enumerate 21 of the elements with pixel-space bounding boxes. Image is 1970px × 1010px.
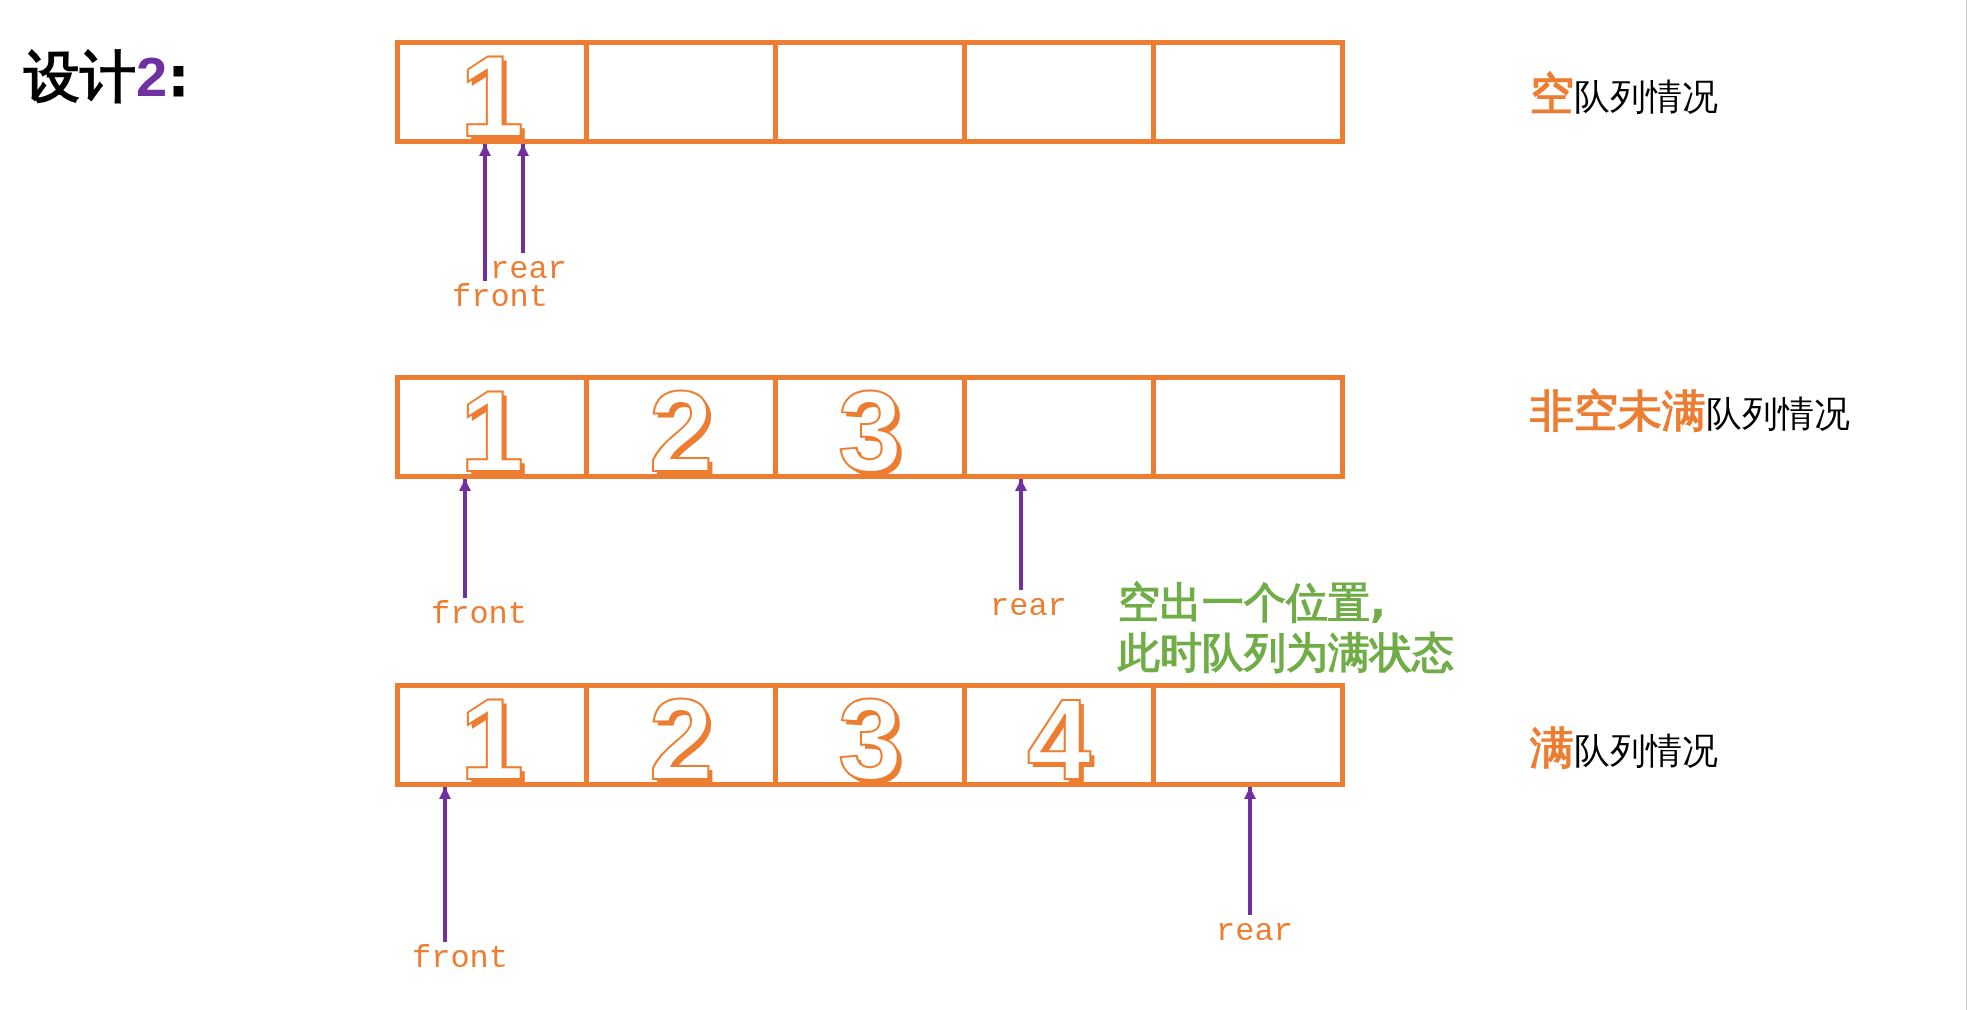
pointer-label: front: [412, 945, 508, 973]
pointer-label: front: [452, 284, 548, 312]
arrow: [1015, 479, 1027, 590]
cell-number: 2: [649, 697, 713, 781]
cell-number: 3: [838, 389, 902, 473]
state-caption: 空队列情况: [1530, 70, 1718, 121]
arrow: [439, 787, 451, 942]
pointer-label: rear: [1216, 918, 1293, 946]
diagram-title: 设计2:: [24, 48, 190, 106]
arrow: [459, 479, 471, 598]
state-caption: 满队列情况: [1530, 724, 1718, 775]
state-caption: 非空未满队列情况: [1530, 387, 1850, 438]
arrow: [517, 144, 529, 253]
cell-number: 3: [838, 697, 902, 781]
cell-number: 2: [649, 389, 713, 473]
arrow: [1244, 787, 1256, 915]
pointer-label: rear: [990, 593, 1067, 621]
pointer-label: front: [431, 601, 527, 629]
note-text: 空出一个位置,此时队列为满状态: [1118, 578, 1454, 678]
arrow: [479, 144, 491, 281]
pointer-label: rear: [490, 256, 567, 284]
